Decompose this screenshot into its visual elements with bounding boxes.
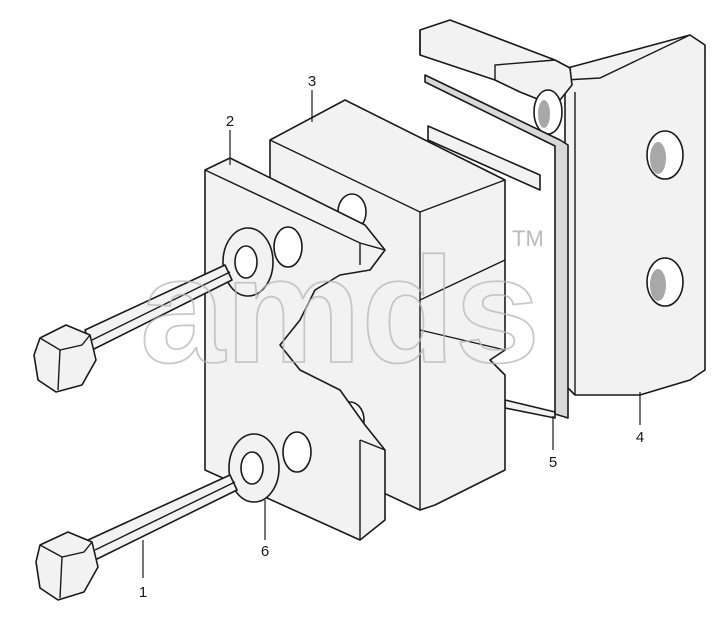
callout-3: 3 bbox=[308, 73, 316, 90]
watermark: amds TM bbox=[139, 225, 544, 395]
washer-part-6-upper bbox=[222, 227, 274, 297]
callout-1: 1 bbox=[139, 584, 147, 601]
watermark-trademark: TM bbox=[512, 226, 544, 251]
callout-4: 4 bbox=[636, 429, 644, 446]
callout-6: 6 bbox=[261, 543, 269, 560]
watermark-text: amds bbox=[140, 226, 540, 394]
leader-lines bbox=[142, 90, 641, 578]
washer-part-6-lower bbox=[228, 433, 280, 503]
shim-part-5 bbox=[424, 74, 569, 419]
bolt-part-1-upper bbox=[33, 264, 233, 393]
callout-5: 5 bbox=[549, 454, 557, 471]
callout-2: 2 bbox=[226, 113, 234, 130]
callouts: 1 2 3 4 5 6 bbox=[139, 73, 644, 601]
bolt-part-1-lower bbox=[35, 474, 238, 601]
bracket-part-4 bbox=[419, 19, 706, 396]
